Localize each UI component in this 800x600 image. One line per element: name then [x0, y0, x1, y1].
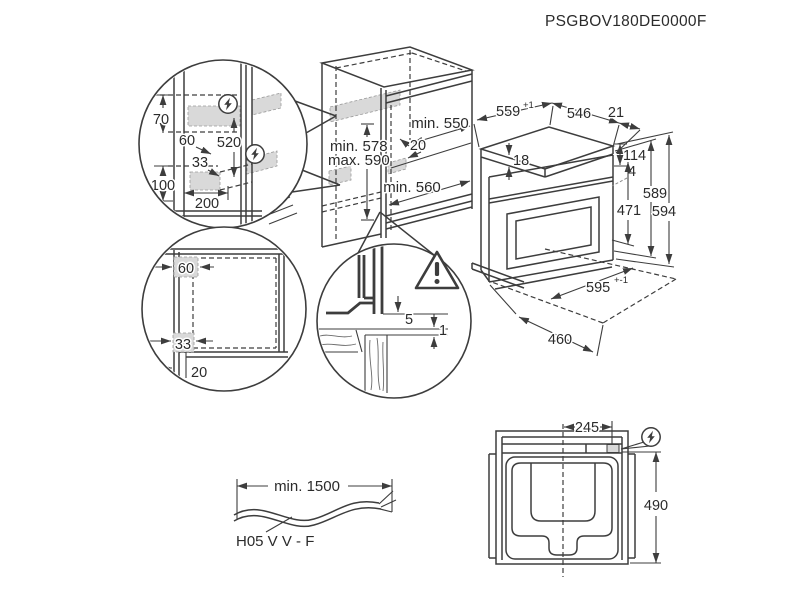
- dim-oven-595-tol: +-1: [614, 275, 628, 286]
- dim-oven-546: 546: [567, 106, 591, 122]
- dim-oven-114: 114: [623, 148, 646, 164]
- cut-mark: [268, 212, 298, 225]
- cable: [233, 507, 382, 528]
- detail-circle-connection-side: 70 60 520 33 100 200: [138, 59, 308, 229]
- lightning-bolt-icon: [218, 94, 238, 114]
- callout-pointers: [291, 100, 435, 256]
- dim-oven-18: 18: [513, 153, 529, 169]
- warning-triangle-icon: [414, 250, 460, 290]
- dim-oven-4: 4: [628, 164, 636, 180]
- dim-niche-depth-bottom: min. 560: [383, 179, 441, 196]
- dim-oven-594: 594: [652, 204, 676, 220]
- lightning-bolt-icon: [245, 144, 265, 164]
- dim-topview-245: 245: [575, 420, 599, 436]
- product-code: PSGBOV180DE0000F: [545, 13, 707, 30]
- dim-niche-height-min: min. 578: [330, 138, 388, 155]
- dim-front-33: 33: [175, 337, 191, 353]
- dim-clearance-5: 5: [405, 312, 413, 328]
- dim-oven-460: 460: [548, 332, 572, 348]
- detail-circle-clearance: 5 1: [316, 243, 472, 399]
- power-cable-drawing: min. 1500 H05 V V - F: [233, 477, 397, 552]
- dim-oven-595: 595: [586, 280, 610, 296]
- dim-oven-471: 471: [617, 203, 641, 219]
- dim-oven-559-tol: +1: [523, 100, 534, 111]
- dim-topview-490: 490: [644, 498, 668, 514]
- oven-dimensions-drawing: 559 +1 546 21 18 114 4 471 589 594 595 +…: [471, 99, 678, 357]
- mains-terminal-box: [606, 444, 620, 453]
- dim-clearance-1: 1: [439, 323, 447, 339]
- dim-front-20: 20: [191, 365, 207, 381]
- dim-side-520: 520: [217, 135, 241, 151]
- oven-top-view-drawing: 245 490: [488, 419, 670, 577]
- cable: [233, 501, 380, 522]
- connection-zone: [172, 332, 195, 353]
- dim-side-70: 70: [153, 112, 169, 128]
- connection-zone: [251, 92, 282, 116]
- dim-oven-21: 21: [608, 105, 624, 121]
- dim-side-200: 200: [195, 196, 219, 212]
- dim-front-60: 60: [178, 261, 194, 277]
- detail-circle-connection-front: 60 33 20: [141, 226, 307, 392]
- dim-oven-559: 559: [496, 104, 520, 120]
- dim-side-60: 60: [179, 133, 195, 149]
- dim-oven-589: 589: [643, 186, 667, 202]
- dim-niche-depth-top: min. 550: [411, 115, 469, 132]
- lightning-bolt-icon: [641, 427, 661, 447]
- connection-zone-upper: [329, 89, 401, 123]
- cable-wire-ends: [378, 490, 397, 513]
- dim-niche-rail: 20: [410, 138, 426, 154]
- dim-niche-height-max: max. 590: [328, 152, 390, 169]
- cable-type-label: H05 V V - F: [236, 533, 314, 550]
- dim-side-33: 33: [192, 155, 208, 171]
- connection-zone: [246, 150, 278, 175]
- connection-zone: [173, 256, 199, 278]
- connection-zone-lower: [328, 165, 352, 186]
- dim-cable-length: min. 1500: [274, 478, 340, 495]
- dim-side-100: 100: [151, 178, 175, 194]
